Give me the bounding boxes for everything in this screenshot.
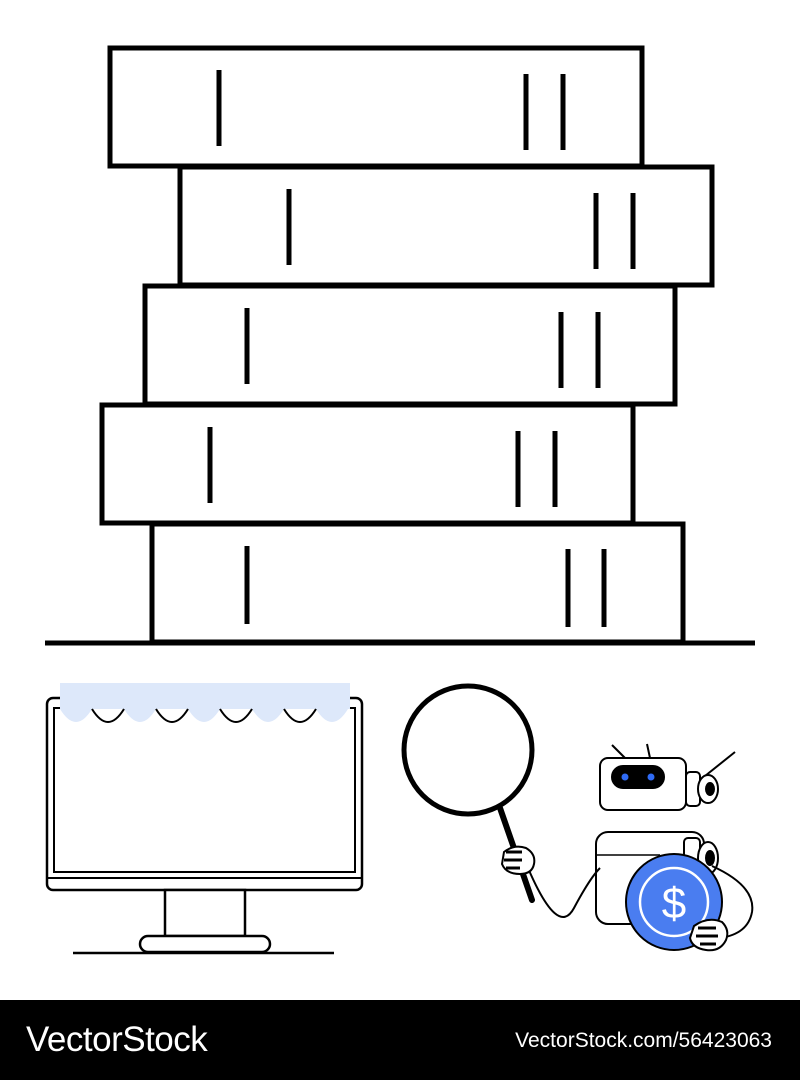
footer-image-id: VectorStock.com/56423063 — [515, 1029, 772, 1052]
shop-awning — [60, 683, 350, 723]
robot-eye — [647, 773, 655, 781]
book-stack-icon — [99, 45, 715, 645]
monitor-neck — [163, 888, 247, 938]
book — [107, 45, 645, 169]
robot-head — [599, 743, 736, 811]
footer-brand[interactable]: VectorStock — [26, 1020, 208, 1059]
robot-eye — [621, 773, 629, 781]
book — [99, 402, 636, 526]
illustration: $ — [45, 45, 755, 955]
robot-hand — [500, 845, 536, 876]
robot-arm — [527, 867, 601, 918]
book — [177, 164, 715, 288]
monitor-screen — [53, 707, 356, 873]
footer-bar: VectorStock VectorStock.com/56423063 — [0, 1000, 800, 1080]
book — [142, 283, 678, 407]
robot-arm — [711, 865, 754, 939]
monitor-bezel — [45, 696, 364, 892]
book — [149, 521, 686, 645]
monitor-base — [138, 934, 272, 954]
robot-hand — [688, 918, 729, 952]
online-shop-monitor-icon — [45, 683, 364, 955]
coin-symbol: $ — [662, 879, 686, 928]
